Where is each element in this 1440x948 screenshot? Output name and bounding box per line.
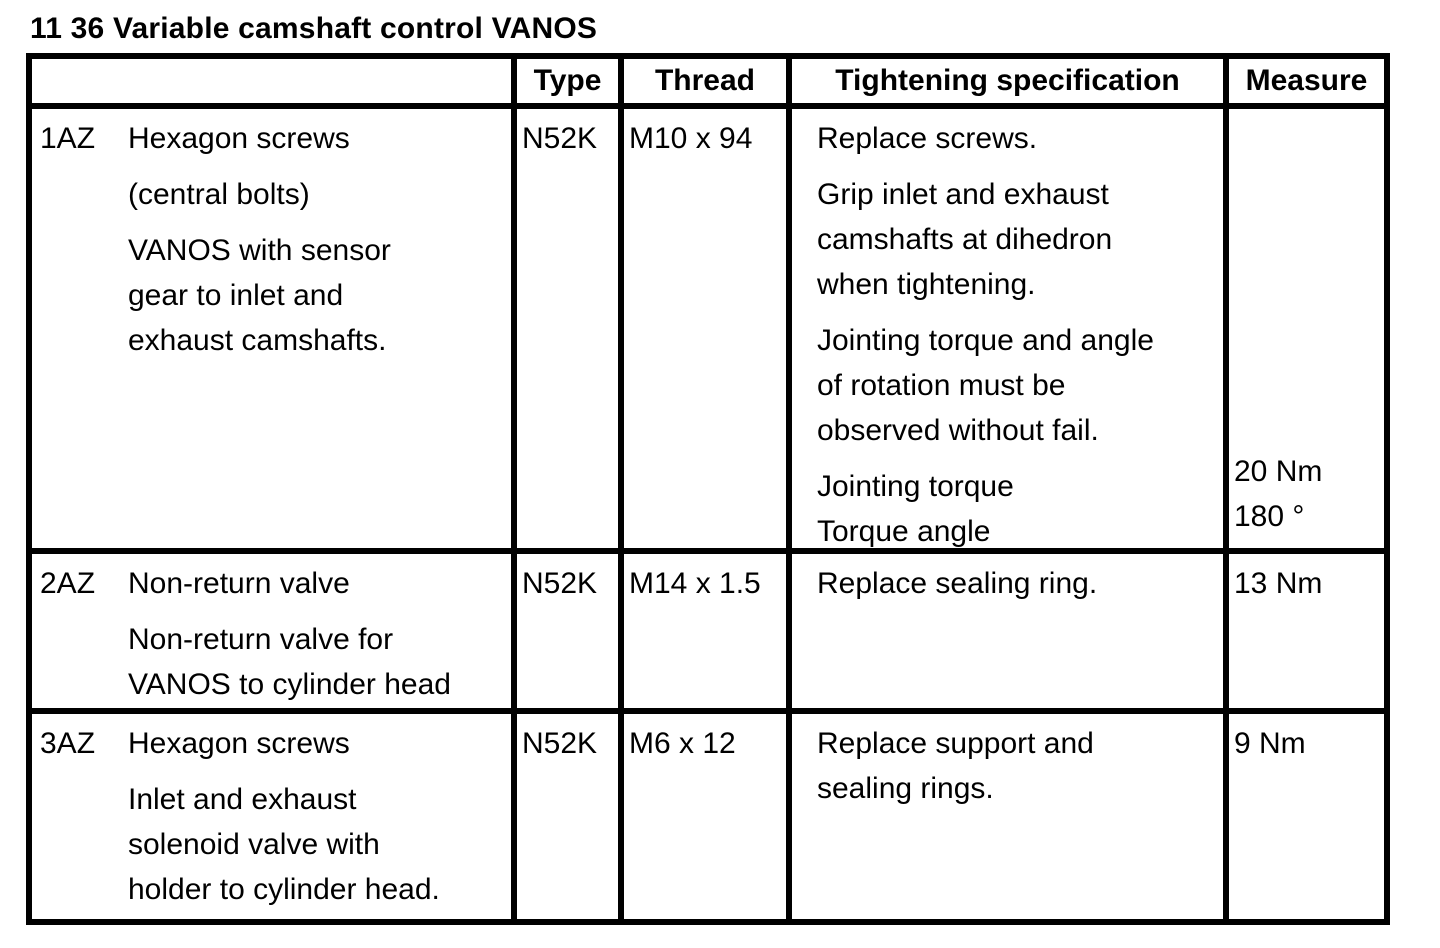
item-cell: 2AZ Non-return valve Non-return valve fo… (26, 548, 517, 714)
measure-value: 13 Nm (1234, 567, 1323, 600)
header-measure: Measure (1223, 53, 1390, 109)
table-header: Type Thread Tightening specification Mea… (26, 53, 1390, 109)
measure-value: 9 Nm (1234, 727, 1306, 760)
description-paragraph: Hexagon screws (128, 727, 350, 760)
item-id: 2AZ (40, 567, 96, 600)
type-value: N52K (511, 548, 624, 714)
spec-paragraph: Replace support and sealing rings. (817, 727, 1094, 805)
spec-paragraph: Jointing torque and angle of rotation mu… (817, 324, 1154, 447)
spec-paragraph: Jointing torque Torque angle (817, 470, 1014, 548)
header-thread: Thread (618, 53, 792, 109)
item-id: 1AZ (40, 122, 96, 155)
tightening-spec-cell: Replace sealing ring. (786, 548, 1229, 714)
table-row-3az: 3AZ Hexagon screws Inlet and exhaust sol… (26, 708, 1390, 925)
thread-value: M6 x 12 (618, 708, 792, 925)
page-title: 11 36 Variable camshaft control VANOS (30, 12, 598, 45)
item-description: Non-return valve Non-return valve for VA… (128, 561, 507, 705)
header-tightening-specification: Tightening specification (786, 53, 1229, 109)
tightening-spec: Replace sealing ring. (795, 557, 1220, 606)
measure-value: 20 Nm 180 ° (1234, 455, 1323, 533)
item-cell: 1AZ Hexagon screws (central bolts) VANOS… (26, 103, 517, 554)
tightening-spec: Replace screws. Grip inlet and exhaust c… (795, 112, 1220, 545)
thread-value: M14 x 1.5 (618, 548, 792, 714)
header-item (26, 53, 517, 109)
spec-paragraph: Grip inlet and exhaust camshafts at dihe… (817, 178, 1113, 301)
description-paragraph: Hexagon screws (128, 122, 350, 155)
item-cell: 3AZ Hexagon screws Inlet and exhaust sol… (26, 708, 517, 925)
item-id: 3AZ (40, 727, 96, 760)
description-paragraph: (central bolts) (128, 178, 310, 211)
description-paragraph: VANOS with sensor gear to inlet and exha… (128, 234, 391, 357)
table-row-2az: 2AZ Non-return valve Non-return valve fo… (26, 548, 1390, 714)
table-header-row: Type Thread Tightening specification Mea… (26, 53, 1390, 109)
thread-value: M10 x 94 (618, 103, 792, 554)
tightening-spec: Replace support and sealing rings. (795, 717, 1220, 811)
type-value: N52K (511, 103, 624, 554)
description-paragraph: Non-return valve (128, 567, 350, 600)
item-description-wrap: 3AZ Hexagon screws Inlet and exhaust sol… (35, 717, 508, 912)
table-row-1az: 1AZ Hexagon screws (central bolts) VANOS… (26, 103, 1390, 554)
tightening-spec-cell: Replace screws. Grip inlet and exhaust c… (786, 103, 1229, 554)
item-description: Hexagon screws Inlet and exhaust solenoi… (128, 721, 507, 912)
item-description-wrap: 1AZ Hexagon screws (central bolts) VANOS… (35, 112, 508, 363)
header-type: Type (511, 53, 624, 109)
measure-cell: 9 Nm (1223, 708, 1390, 925)
measure-cell: 13 Nm (1223, 548, 1390, 714)
type-value: N52K (511, 708, 624, 925)
measure-cell: 20 Nm 180 ° (1223, 103, 1390, 554)
description-paragraph: Inlet and exhaust solenoid valve with ho… (128, 783, 440, 906)
torque-spec-table: Type Thread Tightening specification Mea… (26, 53, 1390, 925)
description-paragraph: Non-return valve for VANOS to cylinder h… (128, 623, 451, 701)
tightening-spec-cell: Replace support and sealing rings. (786, 708, 1229, 925)
item-description: Hexagon screws (central bolts) VANOS wit… (128, 116, 507, 363)
item-description-wrap: 2AZ Non-return valve Non-return valve fo… (35, 557, 508, 705)
spec-paragraph: Replace sealing ring. (817, 567, 1098, 600)
spec-paragraph: Replace screws. (817, 122, 1038, 155)
